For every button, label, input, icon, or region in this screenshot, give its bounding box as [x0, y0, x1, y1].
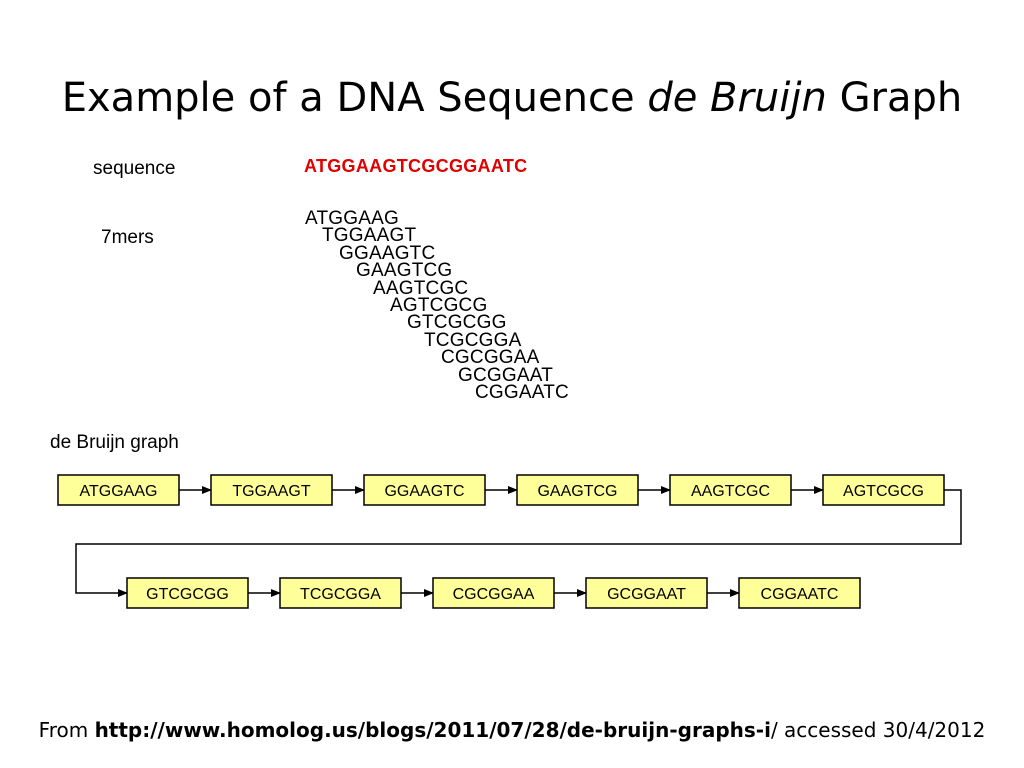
- slide-title: Example of a DNA Sequence de Bruijn Grap…: [0, 70, 1024, 126]
- citation-prefix: From: [38, 718, 89, 742]
- graph-node-box: [57, 474, 180, 506]
- graph-node: GAAGTCG: [516, 474, 639, 506]
- graph-node: AAGTCGC: [669, 474, 792, 506]
- kmer-item: TCGCGGA: [424, 329, 522, 351]
- graph-node: AGTCGCG: [822, 474, 945, 506]
- graph-node: GCGGAAT: [585, 577, 708, 609]
- graph-node: TGGAAGT: [210, 474, 333, 506]
- kmer-item: CGCGGAA: [441, 347, 540, 369]
- kmer-item: ATGGAAG: [305, 208, 399, 229]
- graph-node-box: [669, 474, 792, 506]
- graph-node: CGGAATC: [738, 577, 861, 609]
- kmers-label: 7mers: [101, 227, 154, 248]
- graph-node-label: GAAGTCG: [537, 483, 617, 500]
- sequence-label: sequence: [93, 158, 176, 179]
- sequence-value: ATGGAAGTCGCGGAATC: [304, 156, 528, 176]
- citation: From http://www.homolog.us/blogs/2011/07…: [0, 716, 1024, 744]
- graph-node-label: AAGTCGC: [691, 483, 770, 500]
- graph-node-box: [822, 474, 945, 506]
- graph-node-box: [279, 577, 402, 609]
- graph-node: TCGCGGA: [279, 577, 402, 609]
- graph-node-box: [516, 474, 639, 506]
- graph-node-label: GTCGCGG: [146, 586, 229, 603]
- graph-node-box: [738, 577, 861, 609]
- kmer-item: GCGGAAT: [458, 364, 553, 386]
- graph-node-label: CGCGGAA: [453, 586, 535, 603]
- kmer-item: CGGAATC: [475, 382, 569, 403]
- graph-node: GTCGCGG: [126, 577, 249, 609]
- graph-node-box: [585, 577, 708, 609]
- title-text-end: Graph: [839, 75, 963, 121]
- graph-node-box: [210, 474, 333, 506]
- graph-node-label: TGGAAGT: [232, 483, 310, 500]
- graph-node-box: [432, 577, 555, 609]
- kmer-item: GAAGTCG: [356, 260, 453, 282]
- graph-node-label: GCGGAAT: [607, 586, 686, 603]
- kmer-item: GGAAGTC: [339, 242, 436, 264]
- citation-url[interactable]: http://www.homolog.us/blogs/2011/07/28/d…: [94, 718, 771, 742]
- graph-node: CGCGGAA: [432, 577, 555, 609]
- graph-node-label: CGGAATC: [761, 586, 839, 603]
- graph-node-box: [126, 577, 249, 609]
- kmer-item: GTCGCGG: [407, 312, 507, 334]
- graph-node-label: ATGGAAG: [80, 483, 158, 500]
- citation-suffix: / accessed 30/4/2012: [770, 718, 986, 742]
- graph-node-label: TCGCGGA: [300, 586, 381, 603]
- graph-node-box: [363, 474, 486, 506]
- graph-node: ATGGAAG: [57, 474, 180, 506]
- graph-label: de Bruijn graph: [50, 432, 179, 453]
- graph-node-label: GGAAGTC: [384, 483, 464, 500]
- graph-edge: [75, 489, 962, 597]
- title-text: Example of a DNA Sequence: [61, 75, 635, 121]
- kmer-item: AGTCGCG: [390, 295, 488, 316]
- graph-node: GGAAGTC: [363, 474, 486, 506]
- title-italic: de Bruijn: [647, 75, 827, 121]
- graph-node-label: AGTCGCG: [843, 483, 924, 500]
- kmer-item: TGGAAGT: [322, 225, 417, 247]
- kmer-item: AAGTCGC: [373, 277, 469, 299]
